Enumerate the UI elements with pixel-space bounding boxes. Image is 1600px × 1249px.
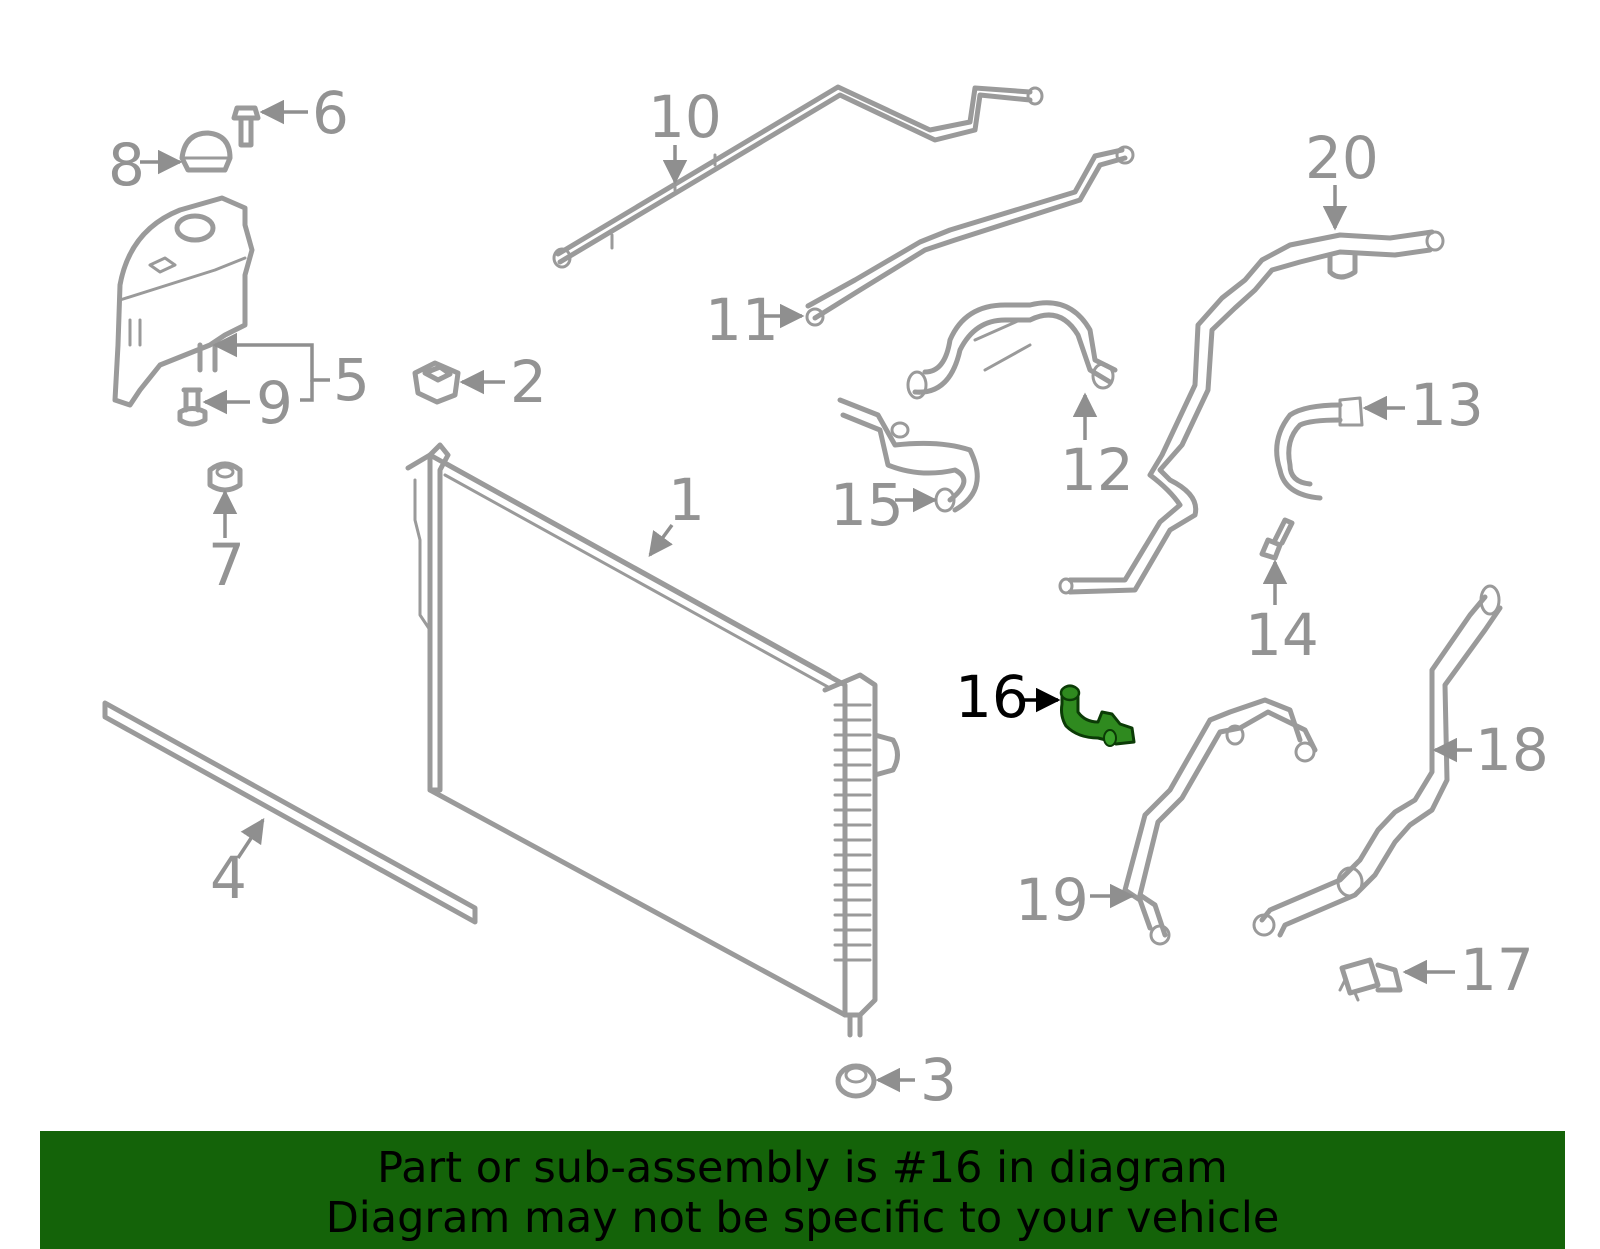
leader-1 [648, 523, 674, 557]
callout-19: 19 [1015, 866, 1089, 934]
callout-7: 7 [208, 531, 245, 599]
leader-4 [236, 817, 265, 859]
leader-5b [300, 380, 314, 402]
reservoir-part-5 [112, 195, 255, 408]
hose-part-19 [1122, 697, 1318, 946]
hose-part-10 [552, 84, 1044, 269]
callout-18: 18 [1475, 716, 1549, 784]
cap-part-8 [179, 130, 233, 173]
hose-part-12 [906, 300, 1118, 400]
callout-15: 15 [830, 471, 904, 539]
callout-11: 11 [705, 286, 779, 354]
bolt-part-6 [231, 105, 261, 148]
callout-2: 2 [510, 348, 547, 416]
callout-12: 12 [1060, 436, 1134, 504]
callout-9: 9 [256, 369, 293, 437]
sensor-part-14 [1259, 517, 1295, 561]
seal-strip-part-4 [102, 700, 478, 925]
connector-part-16 [1059, 684, 1136, 747]
callout-3: 3 [920, 1046, 957, 1114]
clip-part-2 [412, 360, 461, 405]
callout-10: 10 [648, 83, 722, 151]
banner-line-1: Part or sub-assembly is #16 in diagram [377, 1143, 1228, 1193]
info-banner: Part or sub-assembly is #16 in diagram D… [40, 1131, 1565, 1249]
callout-1: 1 [668, 466, 705, 534]
banner-line-2: Diagram may not be specific to your vehi… [325, 1193, 1280, 1243]
hose-part-11 [805, 145, 1135, 327]
hose-part-15 [837, 397, 980, 513]
callout-20: 20 [1305, 124, 1379, 192]
callout-13: 13 [1410, 371, 1484, 439]
callout-17: 17 [1460, 936, 1534, 1004]
radiator-part-1 [405, 442, 900, 1038]
grommet-part-3 [835, 1063, 877, 1099]
callout-5: 5 [333, 346, 370, 414]
hose-part-20 [1058, 229, 1445, 595]
callout-16: 16 [955, 663, 1029, 731]
valve-part-17 [1338, 957, 1403, 1002]
hose-part-13 [1274, 396, 1364, 501]
hose-part-18 [1252, 584, 1503, 938]
plug-part-7 [207, 461, 243, 493]
callout-8: 8 [108, 131, 145, 199]
leader-5a [212, 332, 330, 382]
callout-6: 6 [312, 79, 349, 147]
sensor-part-9 [177, 387, 208, 427]
callout-14: 14 [1245, 601, 1319, 669]
